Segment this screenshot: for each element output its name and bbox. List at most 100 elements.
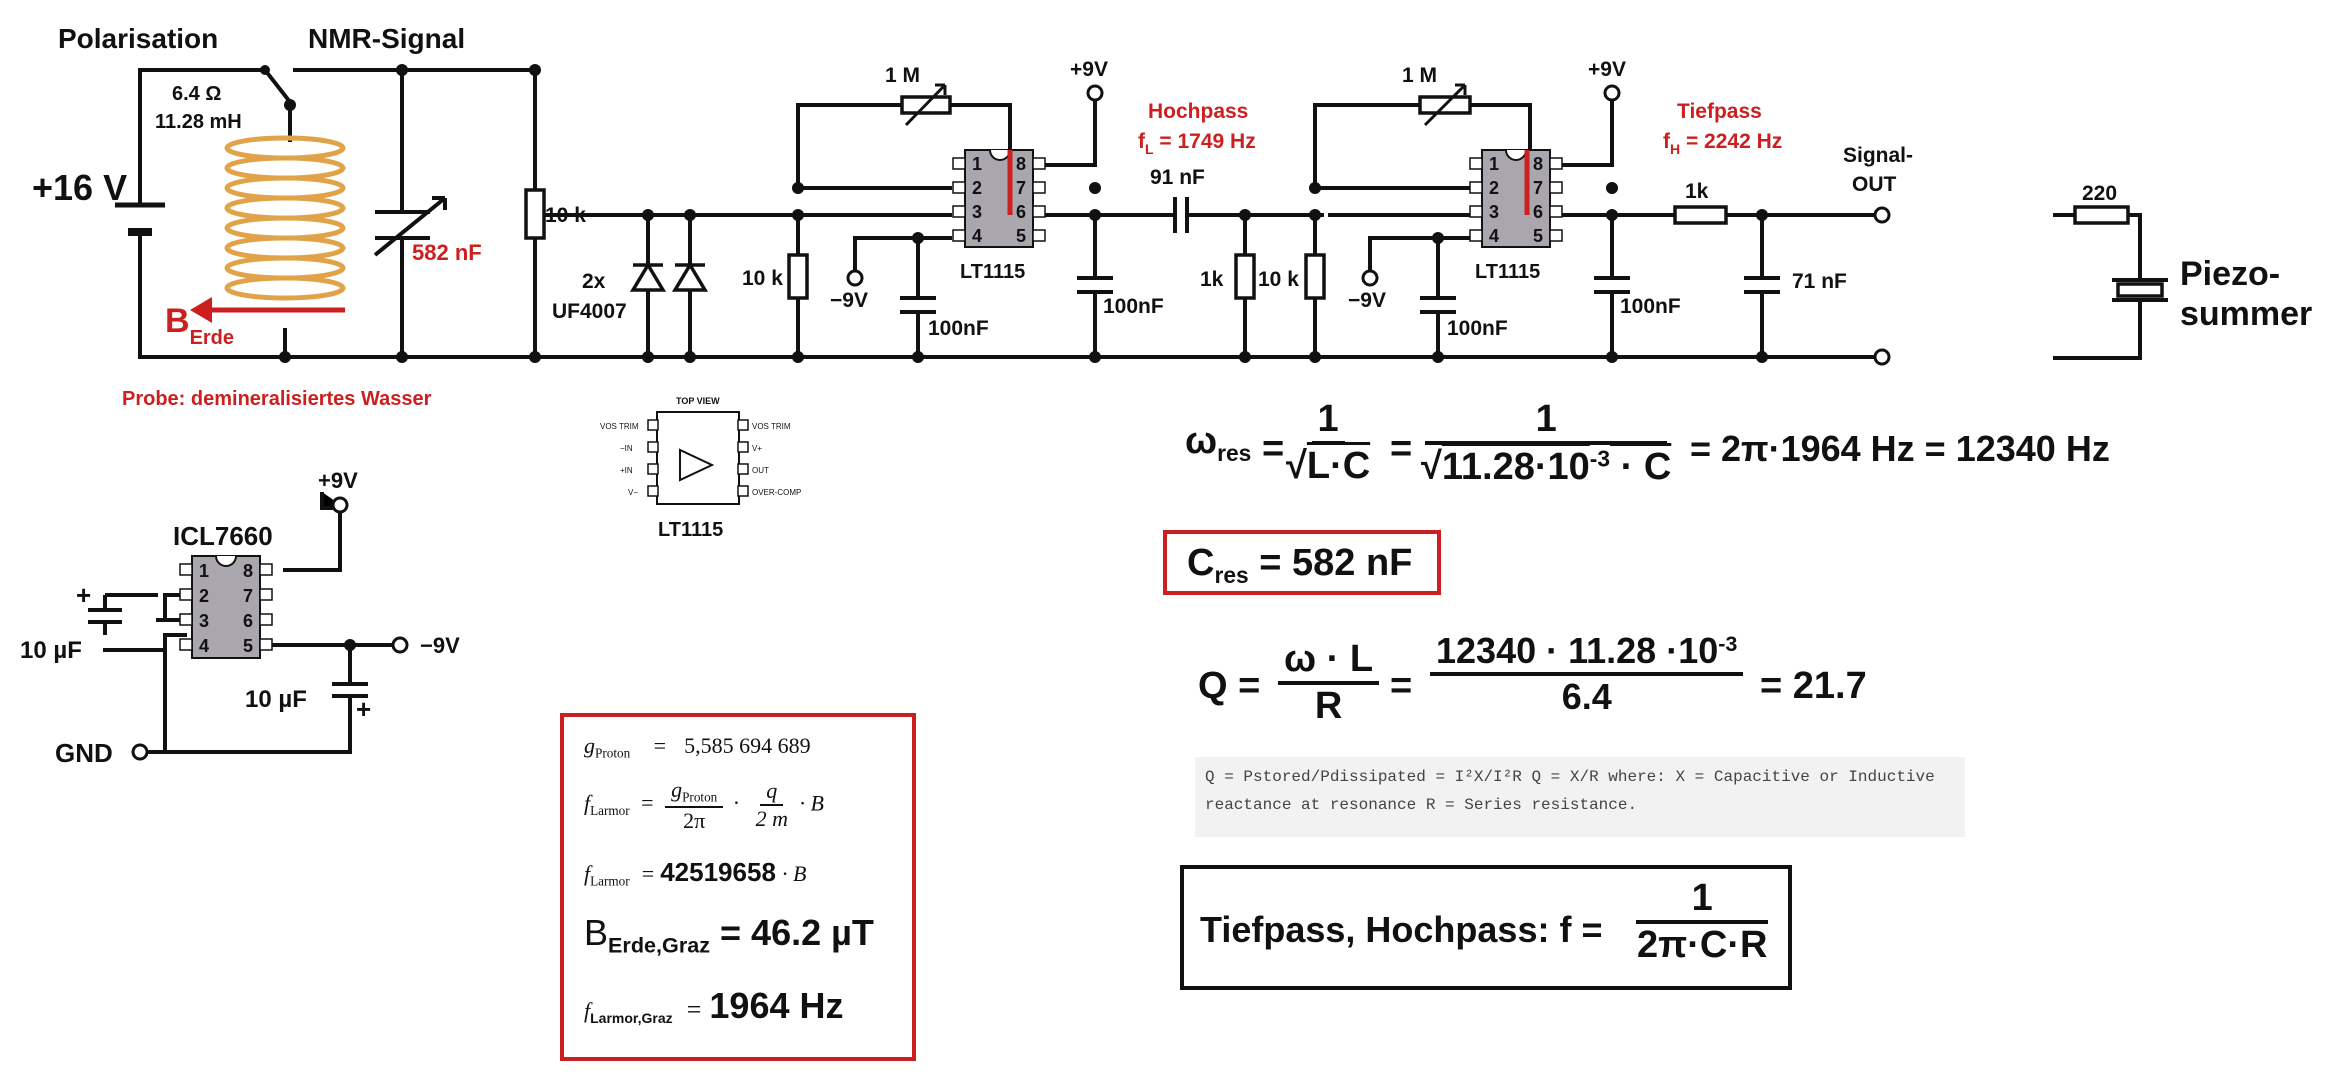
pot-1m-label-2: 1 M — [1402, 64, 1437, 87]
cap-100nf-label-4: 100nF — [1620, 295, 1681, 318]
pin-label: 3 — [199, 611, 209, 631]
eq-equals-1: = — [1262, 428, 1285, 470]
cap-100nf-label-2: 100nF — [1103, 295, 1164, 318]
diode-type-label: UF4007 — [552, 300, 627, 323]
pinout-left-label: V− — [628, 488, 638, 497]
resonance-cap-label: 582 nF — [412, 240, 482, 265]
wires — [103, 67, 2142, 754]
pot-1m-label: 1 M — [885, 64, 920, 87]
plus9v-label: +9V — [1070, 58, 1108, 81]
pin-label: 7 — [1533, 178, 1543, 198]
pin-label: 7 — [243, 586, 253, 606]
tiefpass-title: Tiefpass — [1677, 100, 1762, 123]
cap-71nf-label: 71 nF — [1792, 270, 1847, 293]
f-larmor-value: fLarmor =42519658 · B — [584, 857, 807, 889]
pin-label: 3 — [1489, 202, 1499, 222]
pin-label: 8 — [1533, 154, 1543, 174]
pin-label: 3 — [972, 202, 982, 222]
coil-inductor — [224, 135, 346, 301]
coil-resistance-label: 6.4 Ω — [172, 83, 221, 105]
battery-symbol — [115, 202, 165, 236]
cres-value: Cres = 582 nF — [1187, 542, 1413, 588]
filter-label: Tiefpass, Hochpass: f = — [1200, 909, 1603, 950]
terminals — [131, 84, 1891, 761]
opamp-2 — [1469, 149, 1563, 248]
pinout-top-view: TOP VIEW — [676, 396, 720, 406]
eq-equals-2: = — [1390, 428, 1413, 470]
pin-label: 4 — [199, 636, 209, 656]
tiefpass-freq: fH = 2242 Hz — [1663, 130, 1782, 157]
signal-out-label-2: OUT — [1852, 173, 1897, 196]
pin-label: 2 — [199, 586, 209, 606]
pinout-right-label: V+ — [752, 444, 762, 453]
minus9v-label-2: −9V — [1348, 289, 1386, 312]
pinout-left-label: VOS TRIM — [600, 422, 639, 431]
pinout-right-label: OUT — [752, 466, 769, 475]
junction-dots — [279, 64, 1768, 651]
pin-label: 8 — [1016, 154, 1026, 174]
pinout-left-label: +IN — [620, 466, 633, 475]
plus9v-label-2: +9V — [1588, 58, 1626, 81]
q-result: = 21.7 — [1760, 665, 1867, 707]
cres-box: Cres = 582 nF — [1163, 530, 1441, 595]
g-proton-row: gProton =5,585 694 689 — [584, 733, 811, 761]
piezo-label-2: summer — [2180, 295, 2312, 333]
lt1115-pinout: TOP VIEW VOS TRIM −IN +IN V− VOS TRIM V+… — [600, 396, 801, 541]
omega-fraction-1: 1√L·C — [1286, 398, 1371, 487]
opamp-2-label: LT1115 — [1475, 261, 1540, 283]
pin-label: 2 — [972, 178, 982, 198]
cap-100nf-label-3: 100nF — [1447, 317, 1508, 340]
inverter-plus9v-label: +9V — [318, 468, 358, 493]
b-field-arrow — [190, 297, 345, 323]
resistor-10k-label: 10 k — [545, 204, 586, 227]
resistor-10k-label-2: 10 k — [742, 267, 783, 290]
resistors — [524, 95, 2130, 300]
nmr-signal-label: NMR-Signal — [308, 23, 465, 54]
cap-100nf-label: 100nF — [928, 317, 989, 340]
resistor-10k-label-3: 10 k — [1258, 268, 1299, 291]
switch-contacts — [260, 65, 296, 111]
opamp-1 — [952, 149, 1046, 248]
diode-count-label: 2x — [582, 270, 606, 293]
pin-label: 6 — [1016, 202, 1026, 222]
pin-label: 1 — [199, 561, 209, 581]
resistor-220-label: 220 — [2082, 182, 2117, 205]
icl7660-label: ICL7660 — [173, 521, 273, 551]
pinout-right-label: VOS TRIM — [752, 422, 791, 431]
opamp-1-label: LT1115 — [960, 261, 1025, 283]
minus9v-label: −9V — [830, 289, 868, 312]
inverter-cap1-plus: + — [76, 580, 91, 610]
pin-label: 7 — [1016, 178, 1026, 198]
omega-result: = 2π·1964 Hz = 12340 Hz — [1690, 428, 2110, 469]
resistor-1k-label-2: 1k — [1685, 180, 1709, 203]
pin-label: 1 — [972, 154, 982, 174]
piezo-element — [2112, 278, 2168, 302]
pinout-left-label: −IN — [620, 444, 633, 453]
pin-label: 2 — [1489, 178, 1499, 198]
pin-label: 5 — [1533, 226, 1543, 246]
pin-label: 5 — [1016, 226, 1026, 246]
diodes — [629, 261, 709, 292]
pin-label: 5 — [243, 636, 253, 656]
pin-label: 6 — [1533, 202, 1543, 222]
q-definition-note: Q = Pstored/Pdissipated = I²X/I²R Q = X/… — [1195, 757, 1965, 837]
coil-inductance-label: 11.28 mH — [155, 111, 242, 133]
hochpass-freq: fL = 1749 Hz — [1138, 130, 1256, 157]
probe-label: Probe: demineralisiertes Wasser — [122, 388, 432, 410]
signal-out-label-1: Signal- — [1843, 144, 1913, 167]
potentiometer-arrows — [904, 83, 1467, 127]
b-earth-label: BErde — [165, 302, 234, 349]
inverter-cap2-label: 10 µF — [245, 686, 307, 713]
omega-fraction-2: 1√11.28·10-3 · C — [1421, 398, 1672, 488]
cap-91nf-label: 91 nF — [1150, 166, 1205, 189]
omega-res-equation: ωres — [1185, 420, 1252, 466]
inverter-cap1-label: 10 µF — [20, 637, 82, 664]
pin-label: 4 — [972, 226, 982, 246]
icl7660-chip — [179, 555, 273, 659]
pin-label: 6 — [243, 611, 253, 631]
gnd-label: GND — [55, 738, 113, 768]
